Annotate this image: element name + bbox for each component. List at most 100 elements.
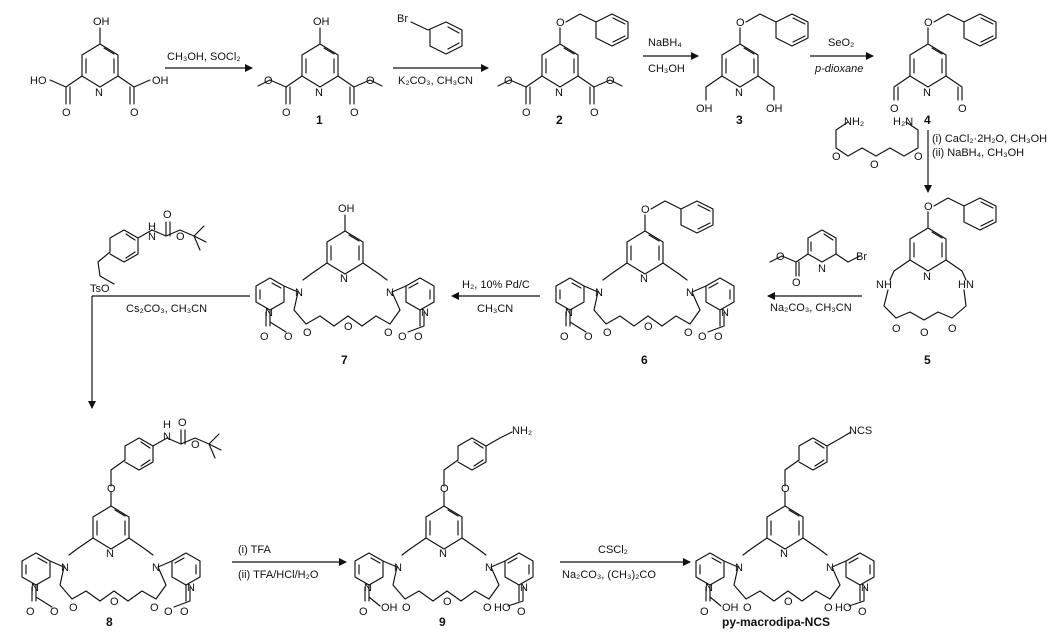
svg-text:OH: OH — [722, 602, 739, 614]
svg-text:O: O — [350, 107, 359, 119]
svg-text:O: O — [584, 331, 593, 343]
svg-text:O: O — [284, 331, 293, 343]
reagent-step4: SeO₂ — [828, 37, 854, 49]
svg-text:O: O — [792, 277, 801, 289]
svg-text:NH₂: NH₂ — [512, 425, 532, 437]
compound-1-label: 1 — [316, 113, 323, 127]
compound-2-structure: O N O O O O — [497, 13, 629, 119]
svg-text:O: O — [517, 606, 526, 618]
svg-text:O: O — [743, 602, 752, 614]
svg-text:O: O — [644, 321, 653, 333]
svg-text:N: N — [95, 87, 103, 99]
svg-text:N: N — [295, 287, 303, 299]
svg-text:HO: HO — [835, 602, 852, 614]
svg-text:N: N — [106, 548, 114, 560]
compound-3-structure: O N OH OH — [696, 13, 809, 115]
benzyl-bromide-reagent: Br — [397, 13, 463, 55]
svg-text:Br: Br — [856, 251, 867, 263]
svg-text:OH: OH — [152, 75, 169, 87]
svg-text:N: N — [386, 287, 394, 299]
svg-text:OH: OH — [338, 203, 355, 215]
compound-6-structure: O N N N N N O O O O O O O — [555, 200, 735, 343]
svg-text:O: O — [178, 417, 187, 429]
svg-text:N: N — [780, 548, 788, 560]
svg-text:O: O — [107, 483, 116, 495]
svg-text:OH: OH — [381, 602, 398, 614]
compound-8-structure: O H N O O N N N N N O O O O O O O — [21, 417, 222, 618]
svg-text:N: N — [705, 582, 713, 594]
reagent-step5a: (i) CaCl₂·2H₂O, CH₃OH — [932, 133, 1047, 145]
svg-text:N: N — [826, 562, 834, 574]
compound-9-label: 9 — [439, 615, 446, 629]
tosylate-boc-aniline-reagent: TsO H N O O — [90, 209, 207, 295]
svg-text:N: N — [565, 307, 573, 319]
compound-4-structure: O N O O — [890, 13, 997, 115]
svg-text:H₂N: H₂N — [893, 116, 913, 128]
svg-text:O: O — [924, 17, 933, 29]
svg-text:O: O — [150, 602, 159, 614]
svg-text:N: N — [735, 87, 743, 99]
svg-text:O: O — [163, 209, 172, 221]
svg-text:N: N — [315, 87, 323, 99]
svg-text:O: O — [858, 606, 867, 618]
svg-text:O: O — [556, 17, 565, 29]
svg-text:O: O — [402, 602, 411, 614]
svg-text:N: N — [421, 307, 429, 319]
svg-text:O: O — [736, 17, 745, 29]
reagent-step1: CH₃OH, SOCl₂ — [167, 51, 241, 63]
svg-text:N: N — [485, 562, 493, 574]
svg-text:O: O — [958, 103, 967, 115]
svg-text:OH: OH — [696, 103, 713, 115]
svg-text:N: N — [265, 307, 273, 319]
svg-text:O: O — [603, 327, 612, 339]
svg-text:O: O — [832, 151, 841, 163]
svg-text:N: N — [31, 582, 39, 594]
svg-text:N: N — [818, 263, 826, 275]
compound-1-structure: OH N O O O O — [257, 16, 383, 119]
compound-7-structure: OH N N N N N O O O O O O O — [255, 203, 435, 343]
svg-text:O: O — [303, 327, 312, 339]
svg-text:O: O — [784, 596, 793, 608]
svg-text:N: N — [394, 562, 402, 574]
svg-text:O: O — [914, 151, 923, 163]
svg-text:O: O — [776, 251, 785, 263]
compound-4-label: 4 — [924, 113, 931, 127]
svg-text:O: O — [700, 606, 709, 618]
svg-text:N: N — [861, 582, 869, 594]
svg-text:O: O — [606, 75, 615, 87]
svg-text:O: O — [366, 75, 375, 87]
reagent-step9b: (ii) TFA/HCl/H₂O — [238, 569, 319, 581]
svg-text:O: O — [824, 602, 833, 614]
svg-text:O: O — [892, 323, 901, 335]
svg-text:O: O — [69, 602, 78, 614]
reagent-step5b: (ii) NaBH₄, CH₃OH — [932, 147, 1024, 159]
reagent-step10b: Na₂CO₃, (CH₃)₂CO — [562, 569, 656, 581]
svg-text:N: N — [187, 582, 195, 594]
svg-text:O: O — [714, 331, 723, 343]
compound-5-label: 5 — [924, 353, 931, 367]
final-compound-structure: O NCS N N N N N O O O O OH O HO — [695, 425, 875, 618]
svg-text:N: N — [686, 287, 694, 299]
reagent-step4-solvent: p-dioxane — [814, 63, 863, 75]
diamine-peg-reagent: NH₂ H₂N O O O — [832, 116, 923, 171]
bromomethyl-pyridine-ester-reagent: N O O Br — [769, 229, 867, 289]
compound-8-label: 8 — [106, 615, 113, 629]
svg-text:HO: HO — [494, 602, 511, 614]
svg-text:O: O — [26, 606, 35, 618]
svg-text:O: O — [443, 596, 452, 608]
svg-text:N: N — [555, 87, 563, 99]
chelidamic-acid: OH N HO O OH O — [30, 16, 169, 119]
svg-text:O: O — [344, 321, 353, 333]
svg-text:NH: NH — [876, 279, 892, 291]
svg-text:N: N — [163, 431, 171, 443]
svg-text:O: O — [890, 103, 899, 115]
compound-2-label: 2 — [556, 113, 563, 127]
svg-text:N: N — [520, 582, 528, 594]
reagent-step3: NaBH₄ — [648, 37, 682, 49]
svg-text:O: O — [164, 606, 173, 618]
reagent-step2: K₂CO₃, CH₃CN — [398, 75, 473, 87]
svg-text:N: N — [340, 273, 348, 285]
svg-text:O: O — [110, 596, 119, 608]
svg-text:O: O — [870, 159, 879, 171]
